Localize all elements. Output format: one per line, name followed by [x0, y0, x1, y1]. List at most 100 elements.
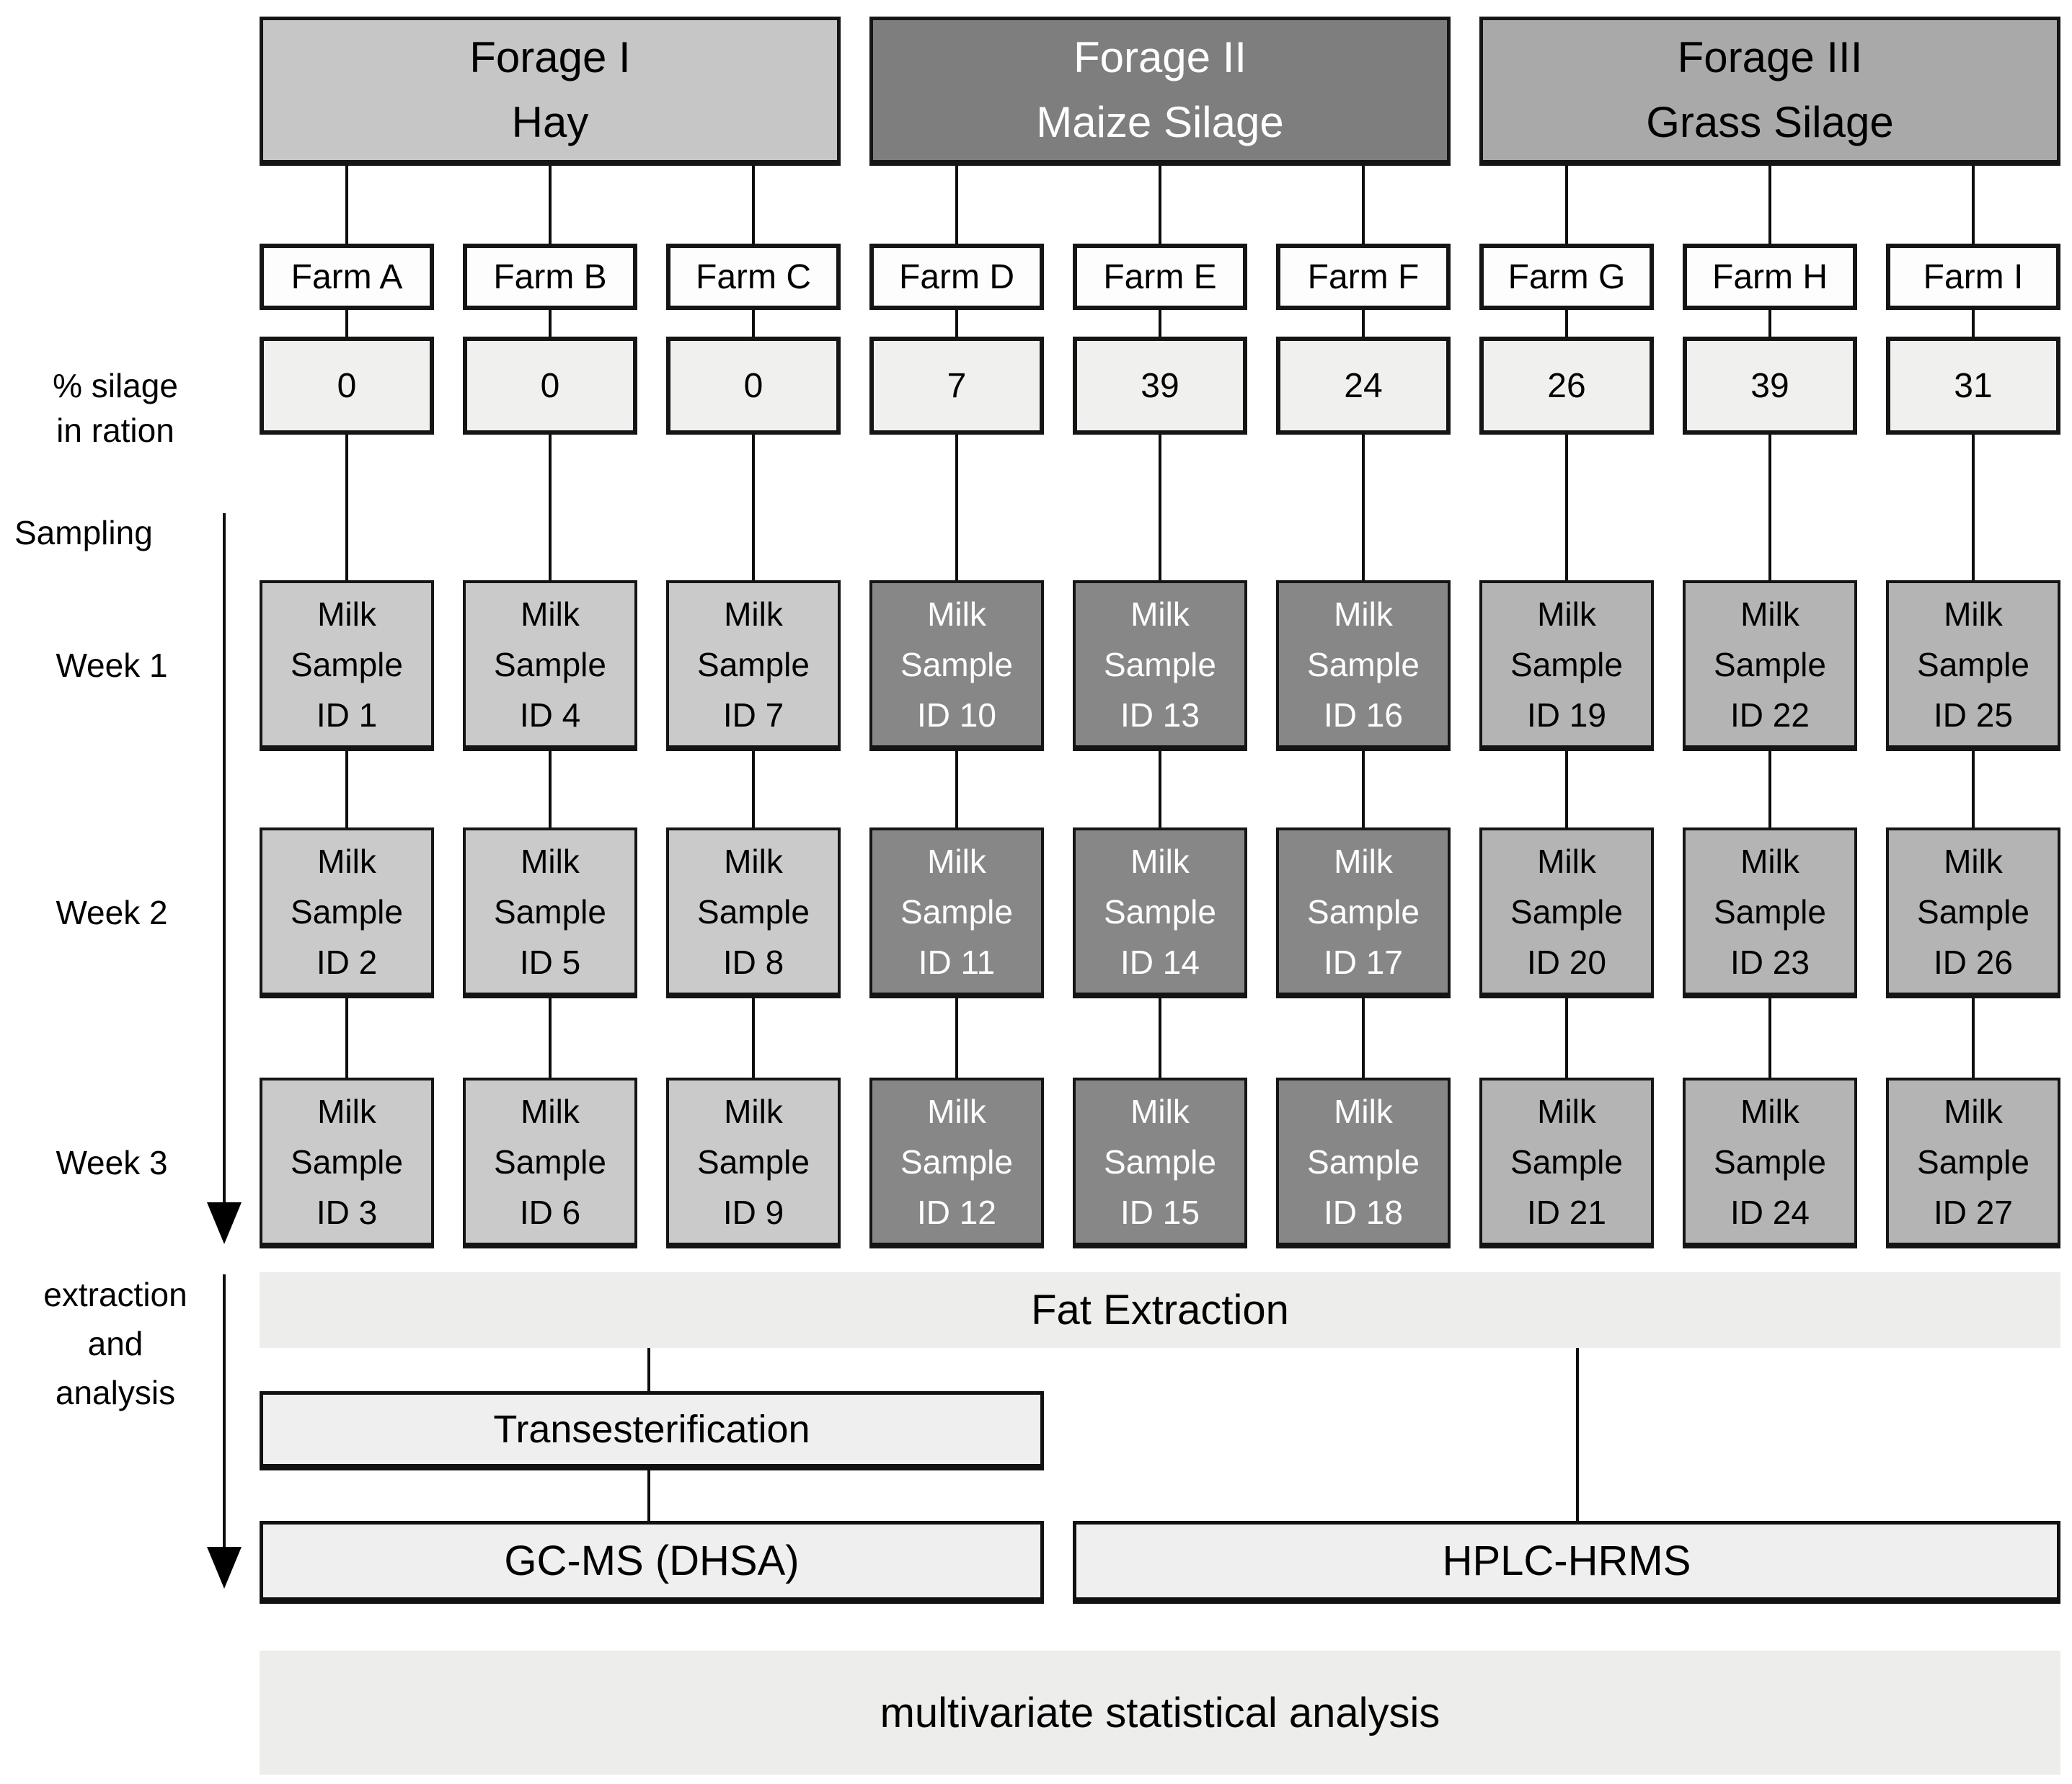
farm-box-c: Farm C	[666, 244, 841, 310]
hplc-hrms-box: HPLC-HRMS	[1073, 1521, 2060, 1604]
silage-pct-box-g: 26	[1479, 337, 1654, 435]
silage-pct-box-f: 24	[1276, 337, 1451, 435]
farm-box-d: Farm D	[869, 244, 1044, 310]
connector-line-col-f-3	[1362, 435, 1365, 580]
sample-word: Sample	[494, 645, 606, 683]
extraction-label-line-3: analysis	[55, 1374, 176, 1411]
sample-word: Sample	[1307, 892, 1420, 931]
farm-box-g: Farm G	[1479, 244, 1654, 310]
milk-word: Milk	[1334, 1092, 1393, 1130]
milk-word: Milk	[1537, 1092, 1596, 1130]
sample-id: ID 9	[722, 1193, 784, 1231]
sample-id: ID 23	[1730, 943, 1810, 981]
connector-line-col-i-2	[1972, 310, 1975, 337]
sample-id: ID 1	[316, 696, 378, 734]
sample-word: Sample	[291, 1142, 403, 1181]
milk-word: Milk	[1334, 842, 1393, 880]
milk-word: Milk	[724, 1092, 783, 1130]
connector-line-col-c-3	[752, 435, 755, 580]
transesterification-box: Transesterification	[260, 1391, 1044, 1470]
milk-word: Milk	[927, 842, 986, 880]
connector-line-col-c-5	[752, 998, 755, 1078]
milk-word: Milk	[927, 1092, 986, 1130]
sample-word: Sample	[494, 1142, 606, 1181]
milk-word: Milk	[1740, 1092, 1799, 1130]
connector-line-col-f-5	[1362, 998, 1365, 1078]
sample-id: ID 3	[316, 1193, 378, 1231]
forage-header-name-line: Forage III	[1677, 33, 1863, 81]
sample-id: ID 4	[519, 696, 581, 734]
gc-ms-box: GC-MS (DHSA)	[260, 1521, 1044, 1604]
milk-word: Milk	[1130, 842, 1190, 880]
connector-line-col-b-2	[549, 310, 552, 337]
milk-word: Milk	[1944, 595, 2003, 633]
fat-extraction-box: Fat Extraction	[260, 1272, 2060, 1348]
milk-word: Milk	[1334, 595, 1393, 633]
sample-id: ID 7	[722, 696, 784, 734]
sample-word: Sample	[1307, 1142, 1420, 1181]
sample-word: Sample	[1917, 892, 2029, 931]
farm-box-a: Farm A	[260, 244, 434, 310]
connector-line-col-a-2	[345, 310, 348, 337]
sample-id: ID 26	[1934, 943, 2013, 981]
milk-word: Milk	[521, 595, 580, 633]
milk-word: Milk	[317, 842, 376, 880]
sample-id: ID 5	[519, 943, 581, 981]
connector-line-col-a-1	[345, 166, 348, 244]
sample-word: Sample	[697, 892, 810, 931]
connector-line-col-d-4	[955, 751, 958, 827]
connector-line-col-i-5	[1972, 998, 1975, 1078]
milk-word: Milk	[1740, 595, 1799, 633]
sample-word: Sample	[1104, 645, 1216, 683]
sample-id: ID 19	[1527, 696, 1606, 734]
silage-pct-box-c: 0	[666, 337, 841, 435]
sample-id: ID 17	[1324, 943, 1403, 981]
extraction-label-line-1: extraction	[43, 1276, 187, 1313]
connector-line-col-d-5	[955, 998, 958, 1078]
sample-word: Sample	[1714, 892, 1826, 931]
forage-header-name-line: Forage I	[469, 33, 631, 81]
milk-word: Milk	[1944, 1092, 2003, 1130]
sample-id: ID 24	[1730, 1193, 1810, 1231]
forage-header-type-line: Maize Silage	[1036, 98, 1284, 146]
milk-word: Milk	[1740, 842, 1799, 880]
milk-word: Milk	[317, 1092, 376, 1130]
sample-id: ID 22	[1730, 696, 1810, 734]
silage-in-ration-label: % silage in ration	[4, 363, 227, 453]
farm-box-b: Farm B	[463, 244, 637, 310]
sample-id: ID 11	[918, 943, 996, 981]
connector-line-col-b-1	[549, 166, 552, 244]
sample-id: ID 25	[1934, 696, 2013, 734]
sample-id: ID 16	[1324, 696, 1403, 734]
sample-id: ID 10	[917, 696, 996, 734]
sample-word: Sample	[1104, 892, 1216, 931]
sample-word: Sample	[1104, 1142, 1216, 1181]
connector-fat-to-transesterification	[647, 1348, 650, 1391]
connector-line-col-d-2	[955, 310, 958, 337]
forage-header-type-line: Grass Silage	[1646, 98, 1894, 146]
sample-word: Sample	[900, 1142, 1013, 1181]
extraction-label-line-2: and	[87, 1325, 143, 1362]
silage-pct-box-e: 39	[1073, 337, 1247, 435]
milk-word: Milk	[1537, 595, 1596, 633]
milk-word: Milk	[1537, 842, 1596, 880]
sample-word: Sample	[1714, 1142, 1826, 1181]
sampling-timeline-arrowhead-icon	[207, 1202, 242, 1244]
milk-word: Milk	[927, 595, 986, 633]
sample-id: ID 20	[1527, 943, 1606, 981]
